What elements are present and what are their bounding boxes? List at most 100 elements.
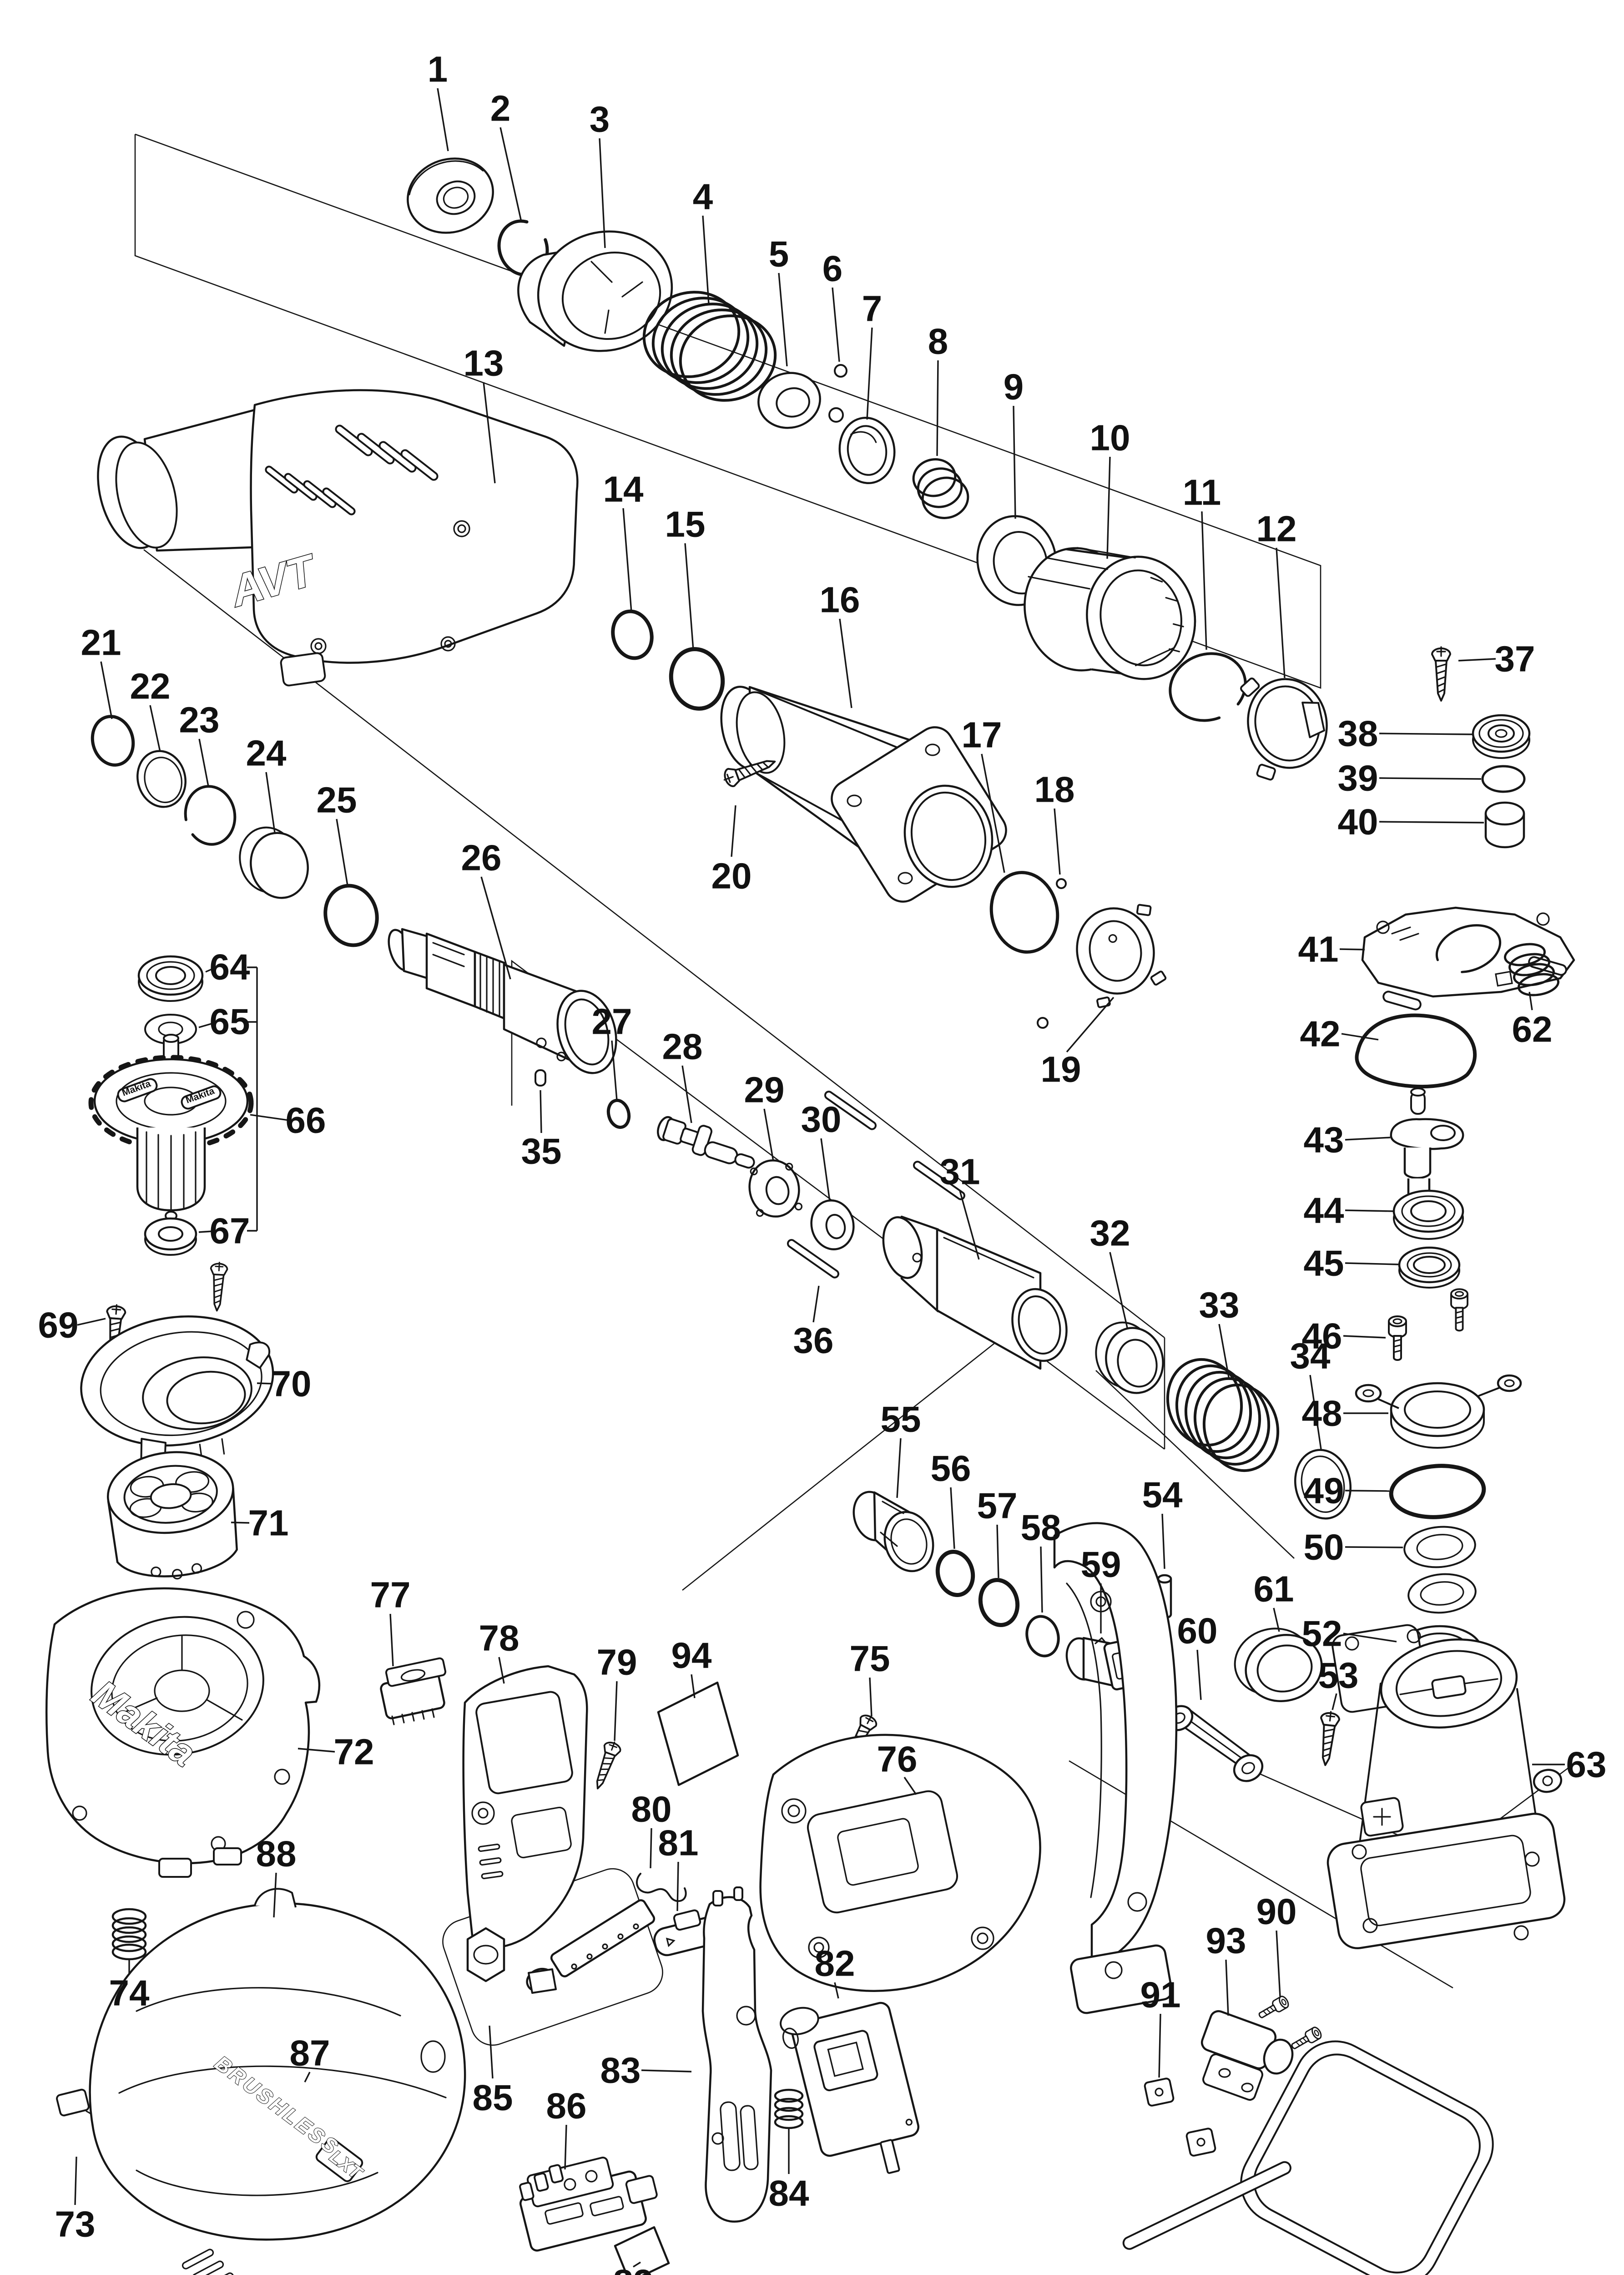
part-46-drawing-a <box>1388 1315 1407 1361</box>
part-29-drawing <box>748 1159 803 1218</box>
part-19-drawing <box>1076 904 1167 1008</box>
part-13-drawing <box>97 389 579 687</box>
part-42-drawing <box>1355 1013 1477 1089</box>
part-34-drawing <box>1294 1449 1352 1520</box>
leader-line-part-23 <box>198 738 209 787</box>
part-label-13: 13 <box>464 343 504 384</box>
part-70-drawing <box>80 1315 274 1479</box>
leader-line-part-62 <box>1528 991 1533 1011</box>
part-16-drawing <box>720 686 1007 903</box>
part-label-54: 54 <box>1142 1475 1183 1515</box>
leader-line-part-44 <box>1345 1209 1393 1212</box>
leader-line-part-37 <box>1458 658 1496 662</box>
part-48-drawing <box>1355 1374 1522 1449</box>
leader-line-part-26 <box>480 876 511 980</box>
part-61-drawing <box>1234 1628 1323 1703</box>
part-label-67: 67 <box>210 1211 250 1251</box>
part-label-86: 86 <box>546 2086 587 2126</box>
part-label-35: 35 <box>521 1131 562 1172</box>
leader-line-part-42 <box>1341 1033 1379 1041</box>
leader-line-part-79 <box>614 1681 618 1741</box>
leader-line-part-70 <box>257 1382 272 1385</box>
leader-line-part-33 <box>1218 1324 1230 1380</box>
part-14-drawing <box>611 609 654 660</box>
leader-line-part-43 <box>1345 1137 1391 1141</box>
part-label-22: 22 <box>130 666 171 707</box>
part-label-66: 66 <box>286 1100 326 1141</box>
leader-line-part-27 <box>611 1040 618 1101</box>
part-label-7: 7 <box>862 288 883 329</box>
part-38-drawing <box>1472 714 1531 759</box>
part-5-drawing <box>757 372 821 429</box>
part-label-29: 29 <box>744 1070 785 1110</box>
part-39-drawing <box>1481 765 1526 793</box>
part-label-18: 18 <box>1034 769 1075 810</box>
part-label-80: 80 <box>631 1789 672 1830</box>
leader-line-part-4 <box>702 215 710 304</box>
part-label-63: 63 <box>1566 1744 1607 1785</box>
part-83-drawing <box>701 1886 772 2223</box>
leader-line-part-29 <box>763 1108 774 1162</box>
leader-line-part-64 <box>205 968 213 973</box>
part-label-23: 23 <box>179 700 220 740</box>
leader-line-part-60 <box>1196 1649 1202 1700</box>
part-label-5: 5 <box>769 234 789 274</box>
part-84-drawing <box>774 2088 804 2129</box>
leader-line-part-32 <box>1109 1252 1128 1328</box>
leader-line-part-66 <box>250 1114 289 1121</box>
leader-line-part-7 <box>866 327 873 420</box>
leader-line-part-56 <box>950 1487 955 1549</box>
part-label-15: 15 <box>665 504 706 545</box>
part-46-drawing-b <box>1450 1288 1468 1332</box>
part-label-69: 69 <box>38 1305 79 1345</box>
leader-line-part-46 <box>1343 1335 1386 1339</box>
leader-line-part-6 <box>832 287 840 362</box>
part-label-94: 94 <box>671 1635 712 1676</box>
part-49-drawing <box>1389 1464 1486 1519</box>
leader-line-part-85 <box>489 2025 494 2079</box>
leader-line-part-69 <box>77 1318 106 1326</box>
leader-line-part-45 <box>1345 1262 1399 1265</box>
part-17-drawing <box>989 871 1059 954</box>
part-62-drawing <box>1504 943 1559 996</box>
leader-line-part-8 <box>936 360 939 456</box>
part-27-drawing <box>606 1098 631 1129</box>
part-94-drawing <box>657 1681 739 1786</box>
part-label-10: 10 <box>1090 418 1130 458</box>
leader-line-part-81 <box>676 1861 679 1911</box>
leader-line-part-34 <box>1309 1375 1322 1450</box>
part-label-40: 40 <box>1338 802 1378 842</box>
part-label-82: 82 <box>815 1943 855 1984</box>
part-37-drawing <box>1431 646 1451 702</box>
part-label-31: 31 <box>940 1152 980 1192</box>
part-label-78: 78 <box>479 1618 519 1658</box>
part-1-drawing <box>407 157 494 234</box>
part-label-39: 39 <box>1338 758 1378 799</box>
part-40-drawing <box>1484 801 1525 849</box>
part-label-64: 64 <box>210 947 250 987</box>
leader-line-part-3 <box>599 138 606 248</box>
part-label-3: 3 <box>590 99 610 140</box>
part-28-drawing <box>657 1116 755 1169</box>
part-label-45: 45 <box>1304 1243 1344 1284</box>
part-15-drawing <box>669 647 725 711</box>
part-label-61: 61 <box>1254 1569 1294 1609</box>
part-7-drawing <box>838 416 896 485</box>
part-43-drawing <box>1390 1087 1464 1202</box>
leader-line-part-36 <box>812 1285 820 1323</box>
leader-line-part-72 <box>298 1748 335 1753</box>
part-label-84: 84 <box>769 2173 809 2214</box>
part-label-52: 52 <box>1302 1613 1342 1654</box>
part-label-72: 72 <box>334 1732 374 1772</box>
leader-line-part-93 <box>1225 1959 1229 2016</box>
part-36-drawing <box>787 1091 965 1279</box>
leader-line-part-83 <box>641 2069 692 2073</box>
part-label-56: 56 <box>931 1448 971 1489</box>
leader-line-part-24 <box>265 772 276 833</box>
part-label-42: 42 <box>1300 1014 1341 1054</box>
part-label-24: 24 <box>246 733 287 774</box>
part-label-85: 85 <box>473 2078 513 2118</box>
part-93-drawing <box>1122 2010 1494 2275</box>
